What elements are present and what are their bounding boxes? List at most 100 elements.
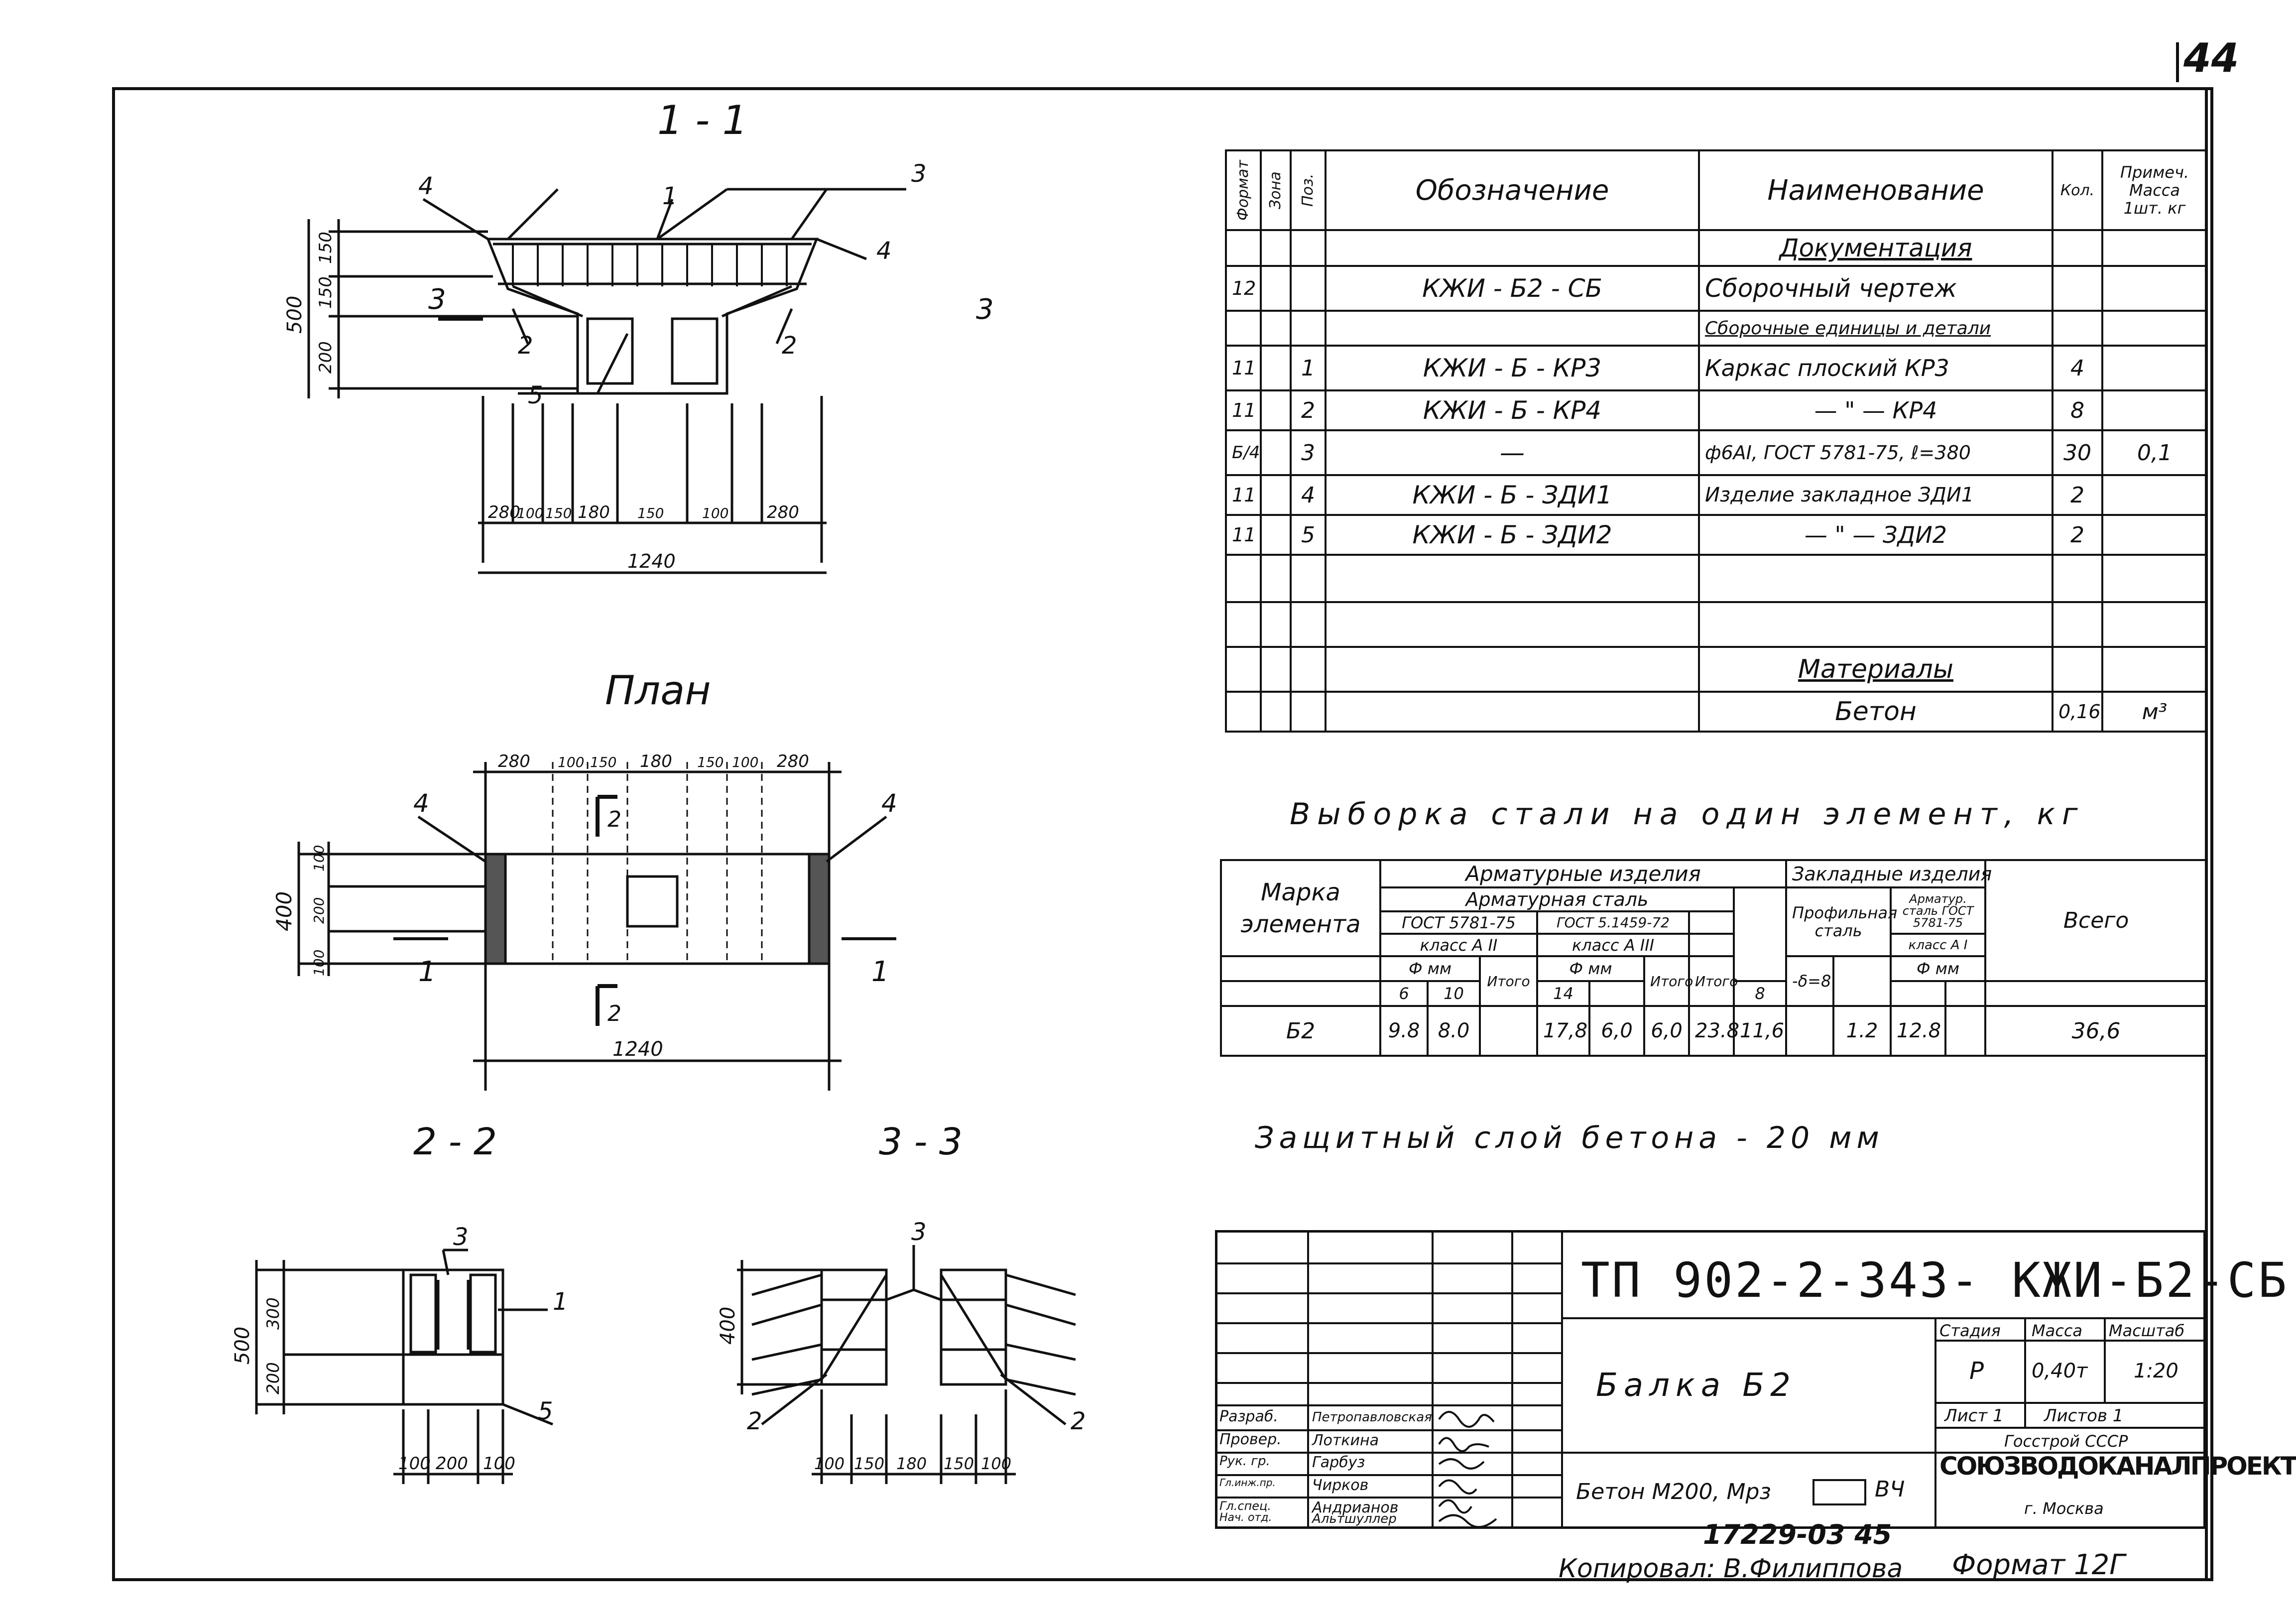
callout-2-left: 2 xyxy=(518,332,533,360)
section-3-3-drawing: 3 2 2 400 100 150 180 150 100 xyxy=(717,1218,1086,1484)
view-title-3-3: 3 - 3 xyxy=(879,1121,963,1163)
s22-h-300: 300 xyxy=(263,1297,283,1330)
sheet-count: Листов 1 xyxy=(2044,1406,2124,1426)
spec-row xyxy=(1225,554,2208,603)
plan-h-400: 400 xyxy=(272,891,296,931)
spec-row: Сборочные единицы и детали xyxy=(1225,310,2208,347)
steel-hdr-gost-a3: ГОСТ 5.1459-72 xyxy=(1536,910,1690,935)
plan-h-200: 200 xyxy=(311,897,327,924)
view-title-1-1: 1 - 1 xyxy=(657,97,748,143)
role-name: Петропавловская xyxy=(1312,1410,1432,1425)
org-top: Госстрой СССР xyxy=(2004,1432,2128,1451)
spec-row: Материалы xyxy=(1225,646,2208,693)
drawing-title: Балка Б2 xyxy=(1596,1367,1797,1404)
plan-w-100a: 100 xyxy=(558,754,584,770)
role-label: Провер. xyxy=(1219,1431,1282,1448)
hdr-format: Формат xyxy=(1226,150,1261,230)
plan-w-100b: 100 xyxy=(732,754,758,770)
s33-callout-2-right: 2 xyxy=(1071,1407,1086,1435)
s22-w-100a: 100 xyxy=(398,1454,431,1474)
s33-w-150b: 150 xyxy=(944,1454,974,1473)
role-name: Чирков xyxy=(1312,1477,1369,1494)
view-title-plan: План xyxy=(605,667,711,714)
plan-w-150b: 150 xyxy=(697,754,724,770)
dim-w-150a: 150 xyxy=(545,505,572,521)
spec-row: 11 5 КЖИ - Б - ЗДИ2 — " — ЗДИ2 2 xyxy=(1225,514,2208,556)
spec-row: 11 2 КЖИ - Б - КР4 — " — КР4 8 xyxy=(1225,389,2208,431)
s33-w-150a: 150 xyxy=(854,1454,884,1473)
plan-w-1240: 1240 xyxy=(612,1038,663,1061)
s33-w-180: 180 xyxy=(896,1454,927,1473)
steel-hdr-mark: Марка элемента xyxy=(1220,859,1381,957)
dim-w-100b: 100 xyxy=(702,505,728,521)
org-city: г. Москва xyxy=(2024,1499,2104,1518)
signatures xyxy=(1438,1411,1497,1528)
plan-h-100a: 100 xyxy=(311,845,327,872)
dim-w-280b: 280 xyxy=(767,502,799,522)
callout-3: 3 xyxy=(911,160,927,188)
s33-w-100b: 100 xyxy=(981,1454,1011,1473)
section-mark-3: 3 xyxy=(428,283,446,316)
role-label: Разраб. xyxy=(1219,1408,1278,1425)
footer-inv: 17229-03 45 xyxy=(1703,1519,1892,1550)
dim-w-1240: 1240 xyxy=(627,550,676,572)
stage-label: Стадия xyxy=(1939,1321,2001,1340)
role-label: Нач. отд. xyxy=(1219,1511,1272,1524)
plan-section-2-bottom: 2 xyxy=(607,1001,621,1026)
role-label: Рук. гр. xyxy=(1219,1454,1270,1469)
role-name: Лоткина xyxy=(1312,1432,1379,1449)
page-number: 44 xyxy=(2183,35,2239,81)
material-suffix: ВЧ xyxy=(1875,1477,1905,1502)
spec-row: 12 КЖИ - Б2 - СБ Сборочный чертеж xyxy=(1225,265,2208,312)
callout-5: 5 xyxy=(528,381,543,409)
spec-row xyxy=(1225,601,2208,648)
steel-hdr-class-a2: класс А II xyxy=(1379,933,1538,957)
hdr-pos: Поз. xyxy=(1291,150,1326,230)
org-name: СОЮЗВОДОКАНАЛПРОЕКТ xyxy=(1939,1452,2296,1481)
footer-format: Формат 12Г xyxy=(1952,1549,2125,1581)
hdr-designation: Обозначение xyxy=(1325,149,1700,231)
page-number-tick xyxy=(2176,42,2179,82)
s22-callout-3: 3 xyxy=(453,1223,469,1251)
section-mark-3-right: 3 xyxy=(976,293,994,326)
sheet-number: Лист 1 xyxy=(1944,1406,2004,1426)
s22-callout-5: 5 xyxy=(538,1397,553,1425)
plan-h-100b: 100 xyxy=(311,950,327,976)
role-name: Андрианов xyxy=(1312,1499,1399,1516)
dim-h-150a: 150 xyxy=(316,232,336,264)
callout-4-left: 4 xyxy=(418,172,434,200)
callout-1: 1 xyxy=(662,182,678,210)
material-box xyxy=(1813,1479,1866,1505)
plan-section-1-left: 1 xyxy=(418,956,436,988)
footer-copied: Копировал: В.Филиппова xyxy=(1559,1554,1903,1584)
steel-row-b2: Б2 9.8 8.0 17,8 6,0 6,0 23.8 11,6 1.2 12… xyxy=(1220,1005,2208,1057)
plan-callout-4-left: 4 xyxy=(413,789,429,818)
stage-value: Р xyxy=(1969,1357,1984,1385)
dim-w-150b: 150 xyxy=(637,505,664,521)
hdr-note: Примеч. Масса 1шт. кг xyxy=(2101,149,2208,231)
s22-w-200: 200 xyxy=(436,1454,468,1474)
mass-value: 0,40т xyxy=(2032,1360,2088,1382)
plan-callout-4-right: 4 xyxy=(881,789,897,818)
plan-drawing: 280 100 150 180 150 100 280 1240 100 200… xyxy=(272,751,897,1091)
section-assembly-units: Сборочные единицы и детали xyxy=(1698,310,2054,347)
spec-header-row: Формат Зона Поз. Обозначение Наименовани… xyxy=(1226,149,2208,231)
scale-label: Масштаб xyxy=(2109,1321,2185,1340)
spec-row: Документация xyxy=(1225,229,2208,267)
s33-callout-3: 3 xyxy=(911,1218,927,1246)
section-materials: Материалы xyxy=(1698,646,2054,693)
s33-callout-2-left: 2 xyxy=(747,1407,762,1435)
steel-table: Марка элемента Арматурные изделия Заклад… xyxy=(1220,859,2208,1057)
section-1-1-drawing: 4 1 3 4 2 2 5 3 3 150 150 200 500 280 10… xyxy=(283,160,994,574)
s22-h-500: 500 xyxy=(231,1327,254,1365)
dim-h-500: 500 xyxy=(283,296,306,334)
s33-w-100a: 100 xyxy=(814,1454,845,1473)
spec-row: 11 4 КЖИ - Б - ЗДИ1 Изделие закладное ЗД… xyxy=(1225,474,2208,516)
mass-label: Масса xyxy=(2032,1321,2083,1340)
view-title-2-2: 2 - 2 xyxy=(413,1121,497,1163)
dim-w-180: 180 xyxy=(578,502,610,522)
hdr-qty: Кол. xyxy=(2052,149,2103,231)
steel-hdr-gost-a2: ГОСТ 5781-75 xyxy=(1379,910,1538,935)
role-label: Гл.спец. xyxy=(1219,1499,1271,1513)
steel-hdr-profile: Профильная сталь xyxy=(1785,886,1897,957)
